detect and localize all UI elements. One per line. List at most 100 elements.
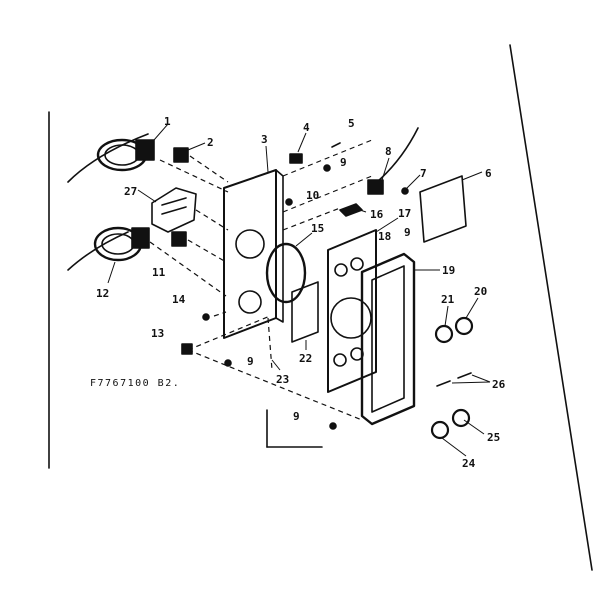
insert-22: [291, 281, 319, 343]
drawing-code: F7767100 B2.: [90, 378, 180, 389]
part-label-14: 14: [172, 293, 186, 306]
part-label-15: 15: [311, 222, 324, 235]
screw-26-b: [457, 372, 472, 379]
part-label-27: 27: [124, 185, 137, 198]
part-label-9-c: 9: [293, 410, 300, 423]
plug-16: [339, 203, 363, 217]
assembly-line-k: [267, 317, 273, 371]
part-label-24: 24: [462, 457, 476, 470]
leader-2: [187, 142, 206, 151]
part-label-2: 2: [207, 136, 214, 149]
panel-17-hole-a: [334, 263, 348, 277]
fastener-9-mid: [224, 359, 232, 367]
assembly-line-f: [282, 139, 373, 177]
jack-2: [173, 147, 189, 163]
knob-25: [451, 408, 471, 428]
knob-20: [454, 316, 474, 336]
leader-15: [295, 232, 313, 247]
part-label-22: 22: [299, 352, 312, 365]
wire-8: [376, 127, 419, 183]
part-label-1: 1: [164, 115, 171, 128]
panel-17-hole-c: [333, 353, 347, 367]
jack-11: [171, 231, 187, 247]
part-label-10: 10: [306, 189, 319, 202]
part-label-16: 16: [370, 208, 384, 221]
panel-17-hole-main: [330, 297, 372, 339]
leader-25: [463, 419, 485, 435]
assembly-line-l: [213, 311, 227, 317]
part-label-13: 13: [151, 327, 164, 340]
assembly-line-i: [187, 349, 363, 421]
connector-8: [367, 179, 384, 195]
part-label-18: 18: [378, 230, 391, 243]
leader-7: [406, 174, 421, 189]
leader-20: [465, 297, 479, 319]
plate-3-hole-upper: [235, 229, 265, 259]
leader-4: [297, 132, 307, 153]
leader-27: [137, 189, 157, 203]
part-label-12: 12: [96, 287, 109, 300]
part-label-17: 17: [398, 207, 411, 220]
part-label-5: 5: [348, 117, 355, 130]
leader-1: [153, 123, 169, 141]
part-label-8: 8: [385, 145, 392, 158]
lower-speaker-clip: [131, 227, 150, 249]
part-label-19: 19: [442, 264, 455, 277]
clip-4: [289, 153, 303, 164]
clip-13: [181, 343, 193, 355]
fastener-10: [285, 198, 293, 206]
board-6: [419, 175, 467, 243]
fastener-14: [202, 313, 210, 321]
leader-24: [441, 437, 467, 457]
assembly-line-a: [159, 159, 229, 193]
fastener-9-upper: [323, 164, 331, 172]
assembly-line-h: [282, 207, 341, 231]
part-label-3: 3: [261, 133, 268, 146]
part-label-26: 26: [492, 378, 506, 391]
part-label-20: 20: [474, 285, 487, 298]
gasket-ring-15: [265, 242, 307, 304]
part-label-6: 6: [485, 167, 492, 180]
assembly-line-e: [187, 239, 227, 263]
leader-17: [375, 217, 399, 233]
assembly-line-c: [195, 209, 229, 231]
assembly-line-b: [189, 155, 229, 183]
leader-16: [359, 209, 367, 213]
leader-8: [381, 157, 390, 181]
wire-left: [67, 133, 149, 183]
leader-26b: [471, 374, 491, 383]
part-label-9-d: 9: [404, 226, 411, 239]
assembly-line-j: [187, 315, 271, 351]
part-label-23: 23: [276, 373, 289, 386]
leader-21: [444, 305, 449, 327]
leader-6: [461, 171, 483, 181]
plate-3-hole-lower: [238, 290, 262, 314]
panel-17-hole-b: [350, 257, 364, 271]
part-label-7: 7: [420, 167, 427, 180]
leader-12: [107, 261, 116, 284]
assembly-line-d: [149, 241, 227, 297]
part-label-9-b: 9: [247, 355, 254, 368]
fastener-9-lower: [329, 422, 337, 430]
frame-19-inner: [371, 265, 405, 413]
part-label-25: 25: [487, 431, 500, 444]
part-label-4: 4: [303, 121, 310, 134]
bracket-27-detail: [161, 197, 187, 215]
part-label-9-a: 9: [340, 156, 347, 169]
leader-3: [265, 145, 269, 173]
screw-5: [331, 142, 341, 148]
upper-speaker-coil-inner: [104, 144, 140, 166]
right-edge-line: [509, 44, 593, 571]
bracket-27: [151, 187, 197, 233]
upper-speaker-clip: [135, 139, 155, 161]
leader-23: [271, 359, 281, 371]
panel-17: [327, 229, 377, 393]
knob-24: [430, 420, 450, 440]
knob-21: [434, 324, 454, 344]
leader-26a: [451, 381, 491, 384]
part-label-11: 11: [152, 266, 166, 279]
frame-19: [360, 252, 416, 426]
assembly-line-g: [282, 175, 373, 213]
part-label-21: 21: [441, 293, 455, 306]
